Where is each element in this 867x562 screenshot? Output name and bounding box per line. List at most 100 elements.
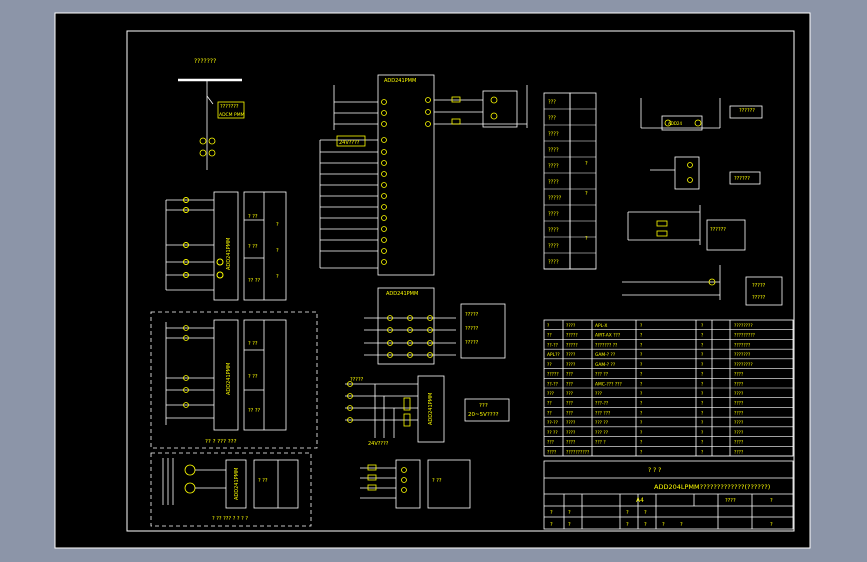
unit2-label-c: ?? ?? xyxy=(248,408,261,414)
top-left-label: ??????? xyxy=(194,58,216,65)
table-cell: ??? xyxy=(595,391,603,397)
table-cell: ? xyxy=(640,323,643,329)
dashed-caption: ?? ? ??? ??? xyxy=(205,439,237,445)
table-cell: ???-?? xyxy=(595,401,609,407)
table-cell: ? xyxy=(701,362,704,368)
drawing-title: ADD204LPMM?????????????(??????) xyxy=(654,483,770,491)
indicator-row-label: ??? xyxy=(548,99,556,105)
unit1-side-a: ? xyxy=(276,222,279,228)
center-terminals xyxy=(381,96,498,265)
table-cell: ????????? xyxy=(734,333,756,339)
indicator-row-label: ??? xyxy=(548,115,556,121)
title-block xyxy=(543,460,794,530)
tb-r1-c: ? xyxy=(626,510,629,516)
table-cell: ? xyxy=(640,381,643,387)
lower-model: ADD241PMM xyxy=(428,393,434,425)
indicator-row-label: ???? xyxy=(548,131,559,137)
table-cell: ? xyxy=(640,401,643,407)
table-cell: ????? xyxy=(566,333,578,339)
mid-box-1: ????? xyxy=(465,312,479,318)
indicator-row-label: ????? xyxy=(548,195,562,201)
table-cell: ?? xyxy=(547,401,552,407)
breaker-label: ??????? xyxy=(220,104,239,110)
table-cell: ? xyxy=(701,333,704,339)
table-cell: ??? xyxy=(566,410,574,416)
indicator-row-label: ???? xyxy=(548,227,559,233)
table-cell: ? xyxy=(640,449,643,455)
table-cell: ? xyxy=(640,420,643,426)
unit2-model: ADD241PMM xyxy=(226,363,232,395)
indicator-row-label: ???? xyxy=(548,147,559,153)
sheet-size: A4 xyxy=(636,497,644,504)
mid-box-3: ????? xyxy=(465,340,479,346)
right-box-5: ????? xyxy=(752,295,766,301)
indicator-side-3: ? xyxy=(585,236,588,242)
indicator-row-label: ???? xyxy=(548,259,559,265)
table-cell: ? xyxy=(701,342,704,348)
drawing-sheet xyxy=(54,12,811,549)
lower-cap-label: ????? xyxy=(350,377,364,383)
table-cell: ? xyxy=(701,420,704,426)
indicator-row-label: ???? xyxy=(548,163,559,169)
table-cell: ??? xyxy=(547,391,555,397)
tb-r2-e: ? xyxy=(662,522,665,528)
table-cell: ?? ?? xyxy=(547,430,558,436)
table-cell: ? xyxy=(640,410,643,416)
dashed-unit-2 xyxy=(150,311,318,449)
tb-r2-g: ? xyxy=(770,522,773,528)
table-cell: ??????? xyxy=(734,342,751,348)
note-line1: ??? xyxy=(479,403,488,409)
table-cell: ???????? xyxy=(734,362,753,368)
table-cell: ?? xyxy=(547,333,552,339)
table-cell: ? xyxy=(701,372,704,378)
table-cell: ????? xyxy=(547,372,559,378)
table-cell: ??? xyxy=(566,401,574,407)
table-cell: APL?? xyxy=(547,352,560,358)
unit3-model: ADD241PMM xyxy=(234,468,240,500)
indicator-side-2: ? xyxy=(585,191,588,197)
table-cell: ? xyxy=(640,342,643,348)
table-cell: ? xyxy=(640,372,643,378)
tb-r1-f: ? xyxy=(770,498,773,504)
tb-r1-d: ? xyxy=(644,510,647,516)
table-cell: ???????? xyxy=(734,323,753,329)
unit1-label-b: ? ?? xyxy=(248,244,258,250)
tb-r2-d: ? xyxy=(644,522,647,528)
unit1-side-c: ? xyxy=(276,274,279,280)
center-meter xyxy=(319,74,528,276)
equipment-table: ?????APL-X?????????????????AIRT-AX ?????… xyxy=(544,323,793,457)
table-cell: ? xyxy=(701,381,704,387)
table-cell: ???? xyxy=(566,352,576,358)
indicator-rows: ????????????????????????????????????????… xyxy=(544,99,596,270)
right-circuits xyxy=(622,98,783,306)
table-cell: ???? xyxy=(734,440,744,446)
mid-block-title: ADD241PMM xyxy=(386,291,418,297)
tb-r2-f: ? xyxy=(680,522,683,528)
table-cell: ??-?? xyxy=(547,342,559,348)
table-cell: AMC-??? ??? xyxy=(595,381,622,387)
right-box-4: ????? xyxy=(752,283,766,289)
table-cell: ???? xyxy=(734,449,744,455)
table-cell: ??? ? xyxy=(595,440,606,446)
unit2-label-a: ? ?? xyxy=(248,341,258,347)
inner-frame xyxy=(126,30,795,532)
table-cell: ???? xyxy=(566,323,576,329)
table-cell: ? xyxy=(547,323,550,329)
table-cell: ???? xyxy=(734,381,744,387)
indicator-side-1: ? xyxy=(585,161,588,167)
unit1-model: ADD241PMM xyxy=(226,238,232,270)
mid-box-2: ????? xyxy=(465,326,479,332)
table-cell: ???? xyxy=(566,430,576,436)
tb-r2-b: ? xyxy=(568,522,571,528)
table-cell: ??? ?? xyxy=(595,420,609,426)
table-cell: ? xyxy=(701,323,704,329)
power-label: 24V???? xyxy=(339,140,360,146)
unit1-side-b: ? xyxy=(276,248,279,254)
meter-unit-3 xyxy=(162,458,299,509)
lower-aux-label: 24V???? xyxy=(368,441,389,447)
unit1-label-a: ? ?? xyxy=(248,214,258,220)
table-cell: ??? ??? xyxy=(595,410,611,416)
dashed-unit-3 xyxy=(150,452,312,527)
lower-terminals xyxy=(347,381,411,493)
tb-r2-a: ? xyxy=(550,522,553,528)
